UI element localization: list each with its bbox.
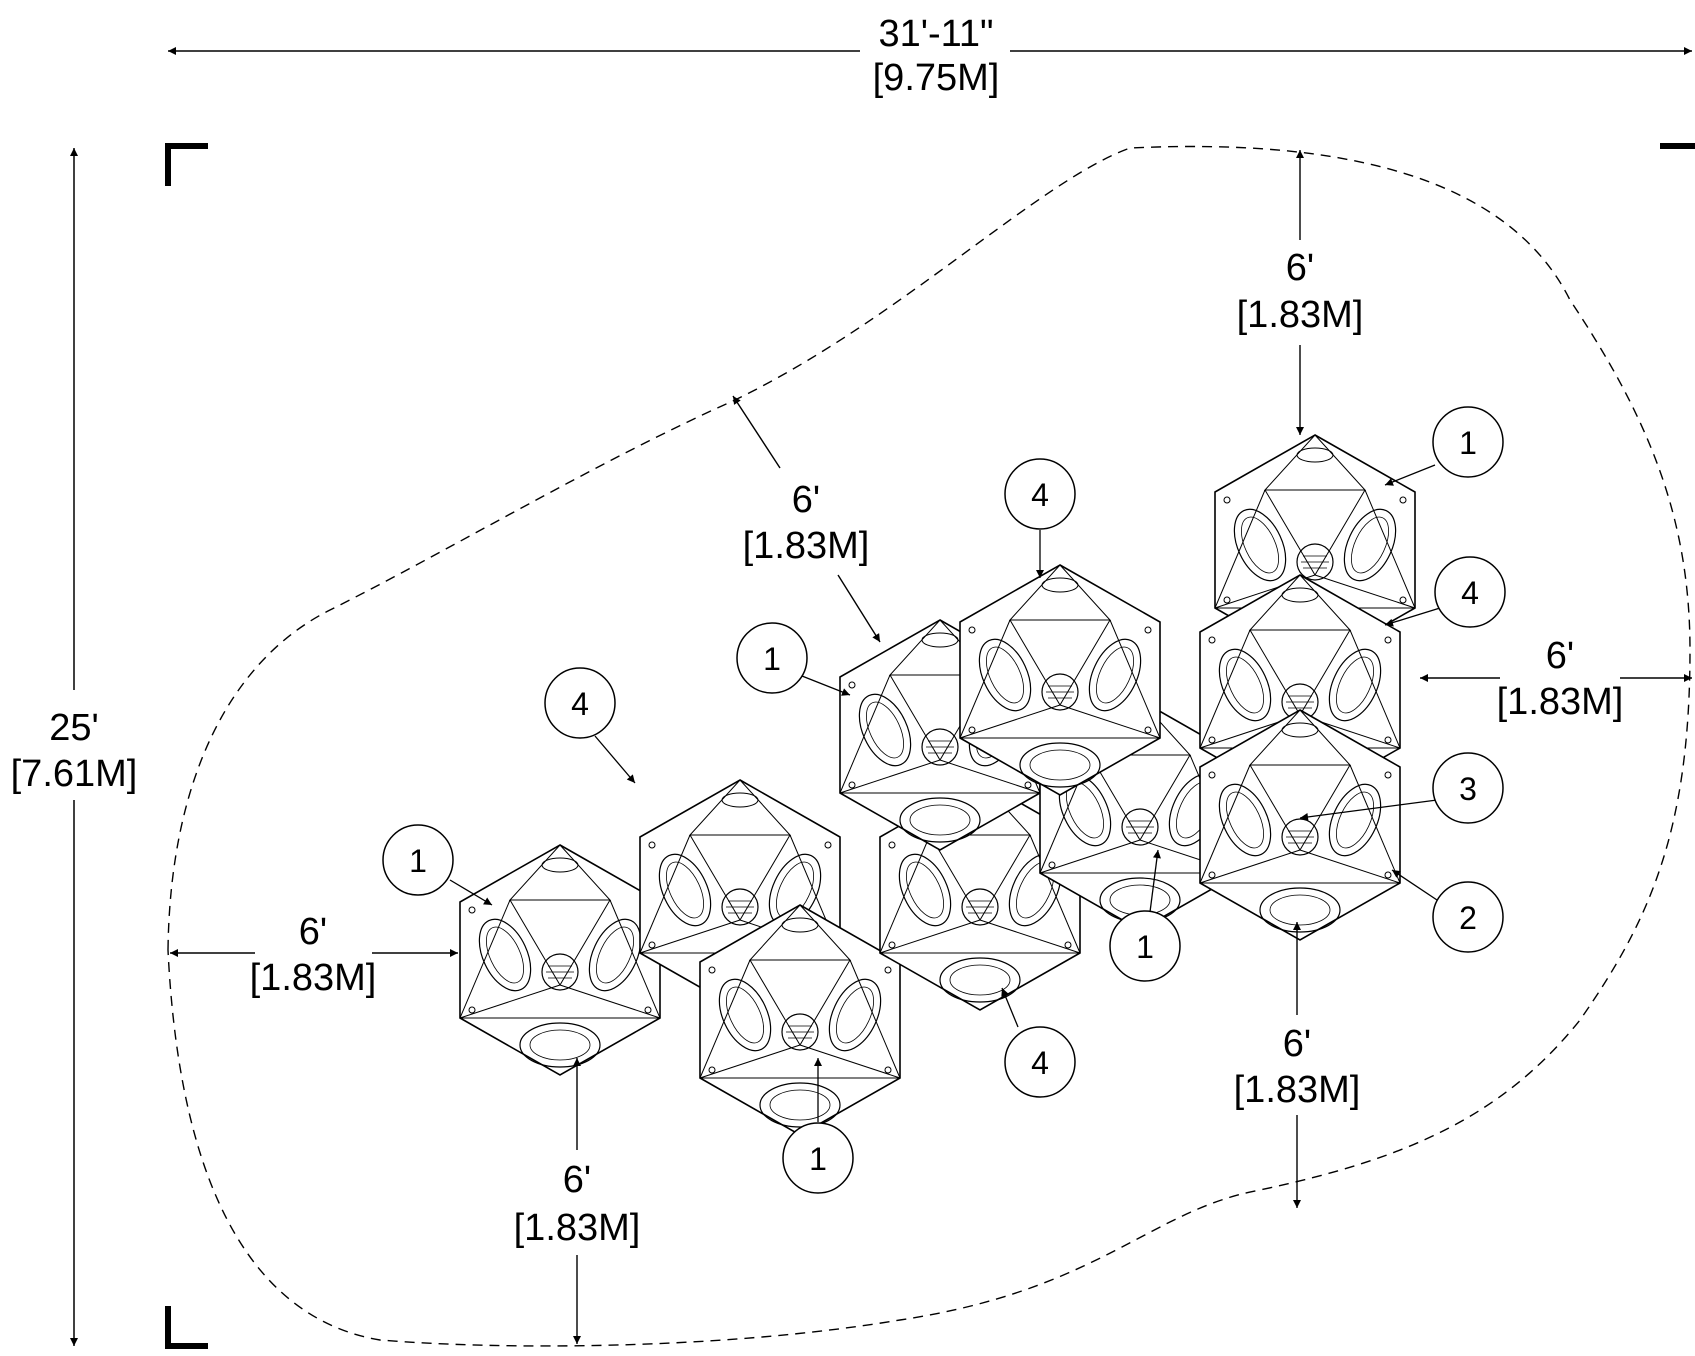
svg-text:3: 3: [1459, 771, 1477, 807]
callout-bubble: 4: [1384, 556, 1506, 628]
clearance-top-right-ft: 6': [1286, 247, 1314, 289]
clearance-top-middle-ft: 6': [792, 479, 820, 521]
callout-bubble: 1: [1109, 849, 1181, 982]
callout-bubble: 2: [1391, 869, 1504, 953]
callout-bubble: 3: [1299, 752, 1504, 824]
callout-bubble: 4: [1004, 458, 1076, 578]
clearance-bottom-left-m: [1.83M]: [514, 1207, 641, 1249]
clearance-top-middle-line: [732, 395, 781, 469]
callout-bubble: 1: [736, 622, 851, 696]
play-cube: [459, 844, 661, 1076]
callout-bubble: 4: [544, 667, 636, 784]
callout-bubble: 1: [1384, 406, 1504, 486]
play-structure-cluster: [459, 434, 1416, 1136]
callout-bubble: 1: [782, 1058, 854, 1194]
corner-bracket-top-left: [165, 143, 208, 186]
clearance-top-right-m: [1.83M]: [1237, 294, 1364, 336]
svg-text:4: 4: [1031, 477, 1049, 513]
clearance-bottom-right-ft: 6': [1283, 1023, 1311, 1065]
svg-text:1: 1: [409, 843, 427, 879]
clearance-right-m: [1.83M]: [1497, 681, 1624, 723]
svg-text:4: 4: [1031, 1045, 1049, 1081]
callout-bubble: 1: [382, 824, 493, 906]
svg-text:4: 4: [1461, 575, 1479, 611]
clearance-bottom-right-m: [1.83M]: [1234, 1069, 1361, 1111]
overall-width-ft: 31'-11": [878, 13, 993, 55]
svg-text:1: 1: [763, 641, 781, 677]
clearance-left-m: [1.83M]: [250, 957, 377, 999]
clearance-bottom-left-ft: 6': [563, 1159, 591, 1201]
clearance-top-middle-line-b: [837, 574, 881, 643]
svg-text:1: 1: [809, 1141, 827, 1177]
overall-height-m: [7.61M]: [11, 753, 138, 795]
overall-width-m: [9.75M]: [873, 57, 1000, 99]
clearance-right-ft: 6': [1546, 635, 1574, 677]
clearance-top-middle-m: [1.83M]: [743, 525, 870, 567]
use-zone-boundary: [167, 145, 1691, 1347]
svg-text:2: 2: [1459, 900, 1477, 936]
clearance-left-ft: 6': [299, 911, 327, 953]
callout-bubble: 4: [1001, 987, 1076, 1098]
svg-text:1: 1: [1136, 929, 1154, 965]
corner-bracket-bottom-left: [165, 1306, 208, 1349]
svg-text:1: 1: [1459, 425, 1477, 461]
overall-height-ft: 25': [49, 707, 99, 749]
svg-text:4: 4: [571, 686, 589, 722]
